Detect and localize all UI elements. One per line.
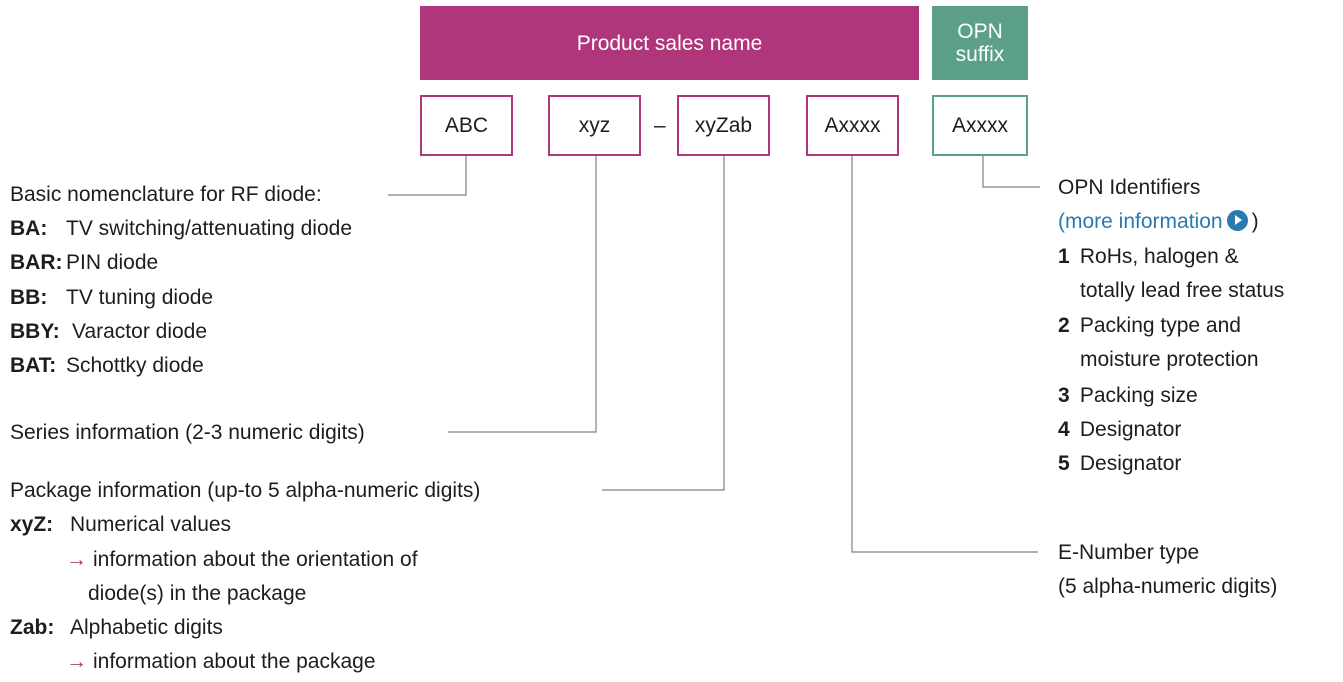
- box-abc: ABC: [420, 95, 513, 156]
- box-xyzab: xyZab: [677, 95, 770, 156]
- opn-identifiers-title: OPN Identifiers: [1058, 176, 1201, 199]
- package-zab-text: Alphabetic digits: [70, 616, 223, 639]
- enumber-line2: (5 alpha-numeric digits): [1058, 575, 1278, 598]
- opn-item-text: Designator: [1079, 452, 1182, 475]
- opn-item-5: 5 Designator: [1058, 452, 1181, 476]
- opn-item-number: 1: [1058, 245, 1070, 268]
- opn-more-info-row: (more information): [1058, 210, 1259, 234]
- box-opn-label: Axxxx: [951, 113, 1008, 137]
- box-xyz-label: xyz: [578, 113, 611, 137]
- opn-item-text: RoHs, halogen &: [1079, 245, 1239, 268]
- package-xyz-text: Numerical values: [70, 513, 232, 536]
- package-xyz-desc-line1: information about the orientation of: [93, 548, 418, 571]
- opn-item-number: 5: [1058, 452, 1070, 475]
- box-xyz: xyz: [548, 95, 641, 156]
- opn-item-text: Packing size: [1079, 384, 1198, 407]
- package-xyz-row: xyZ: Numerical values: [10, 513, 231, 537]
- opn-link-open: (: [1058, 210, 1065, 233]
- opn-item-number: 2: [1058, 314, 1070, 337]
- opn-item-number: 3: [1058, 384, 1070, 407]
- basic-item-bar: BAR:PIN diode: [10, 251, 158, 275]
- package-zab-row: Zab: Alphabetic digits: [10, 616, 223, 640]
- basic-item-key: BAT:: [10, 354, 57, 377]
- opn-item-number: 4: [1058, 418, 1070, 441]
- opn-item-4: 4 Designator: [1058, 418, 1181, 442]
- play-circle-icon[interactable]: [1226, 210, 1248, 231]
- opn-suffix-label: OPN suffix: [955, 20, 1005, 66]
- basic-item-text: TV tuning diode: [66, 286, 214, 309]
- basic-item-text: Varactor diode: [72, 320, 208, 343]
- box-axxxx: Axxxx: [806, 95, 899, 156]
- connector-xyzab: [602, 156, 725, 491]
- basic-item-key: BA:: [10, 217, 48, 240]
- package-xyz-desc: → information about the orientation of: [66, 548, 418, 572]
- basic-item-ba: BA: TV switching/attenuating diode: [10, 217, 352, 241]
- package-zab-desc-text: information about the package: [93, 650, 376, 673]
- series-information: Series information (2-3 numeric digits): [10, 421, 365, 444]
- opn-suffix-header: OPN suffix: [932, 6, 1028, 80]
- right-arrow-icon: →: [66, 548, 87, 571]
- opn-item-text: Designator: [1079, 418, 1182, 441]
- basic-item-key: BAR:: [10, 251, 63, 274]
- box-opn: Axxxx: [932, 95, 1028, 156]
- basic-item-text: PIN diode: [66, 251, 159, 274]
- basic-item-bby: BBY: Varactor diode: [10, 320, 207, 344]
- package-zab-key: Zab:: [10, 616, 55, 639]
- opn-link-close: ): [1251, 210, 1259, 233]
- basic-item-text: Schottky diode: [66, 354, 204, 377]
- basic-item-key: BBY:: [10, 320, 60, 343]
- package-xyz-key: xyZ:: [10, 513, 54, 536]
- opn-item-1-line2: totally lead free status: [1080, 279, 1285, 302]
- connector-axxxx: [851, 156, 1038, 553]
- opn-item-text: Packing type and: [1079, 314, 1241, 337]
- basic-nomenclature-title: Basic nomenclature for RF diode:: [10, 183, 322, 206]
- connector-xyz: [448, 156, 597, 433]
- opn-item-2: 2 Packing type and: [1058, 314, 1241, 338]
- box-abc-label: ABC: [444, 113, 489, 137]
- basic-item-bat: BAT: Schottky diode: [10, 354, 204, 378]
- basic-item-bb: BB: TV tuning diode: [10, 286, 213, 310]
- product-sales-name-label: Product sales name: [576, 31, 763, 55]
- dash-separator: –: [654, 114, 666, 137]
- basic-item-key: BB:: [10, 286, 48, 309]
- package-information-title: Package information (up-to 5 alpha-numer…: [10, 479, 481, 502]
- opn-item-2-line2: moisture protection: [1080, 348, 1259, 371]
- product-sales-name-header: Product sales name: [420, 6, 919, 80]
- package-xyz-desc-line2: diode(s) in the package: [88, 582, 307, 605]
- package-zab-desc: → information about the package: [66, 650, 376, 674]
- more-information-link[interactable]: more information: [1065, 210, 1223, 233]
- right-arrow-icon: →: [66, 650, 87, 673]
- enumber-line1: E-Number type: [1058, 541, 1200, 564]
- opn-item-3: 3 Packing size: [1058, 384, 1198, 408]
- connector-opn: [982, 156, 1040, 188]
- connector-abc: [388, 156, 467, 196]
- box-axxxx-label: Axxxx: [824, 113, 881, 137]
- box-xyzab-label: xyZab: [694, 113, 753, 137]
- opn-item-1: 1 RoHs, halogen &: [1058, 245, 1239, 269]
- basic-item-text: TV switching/attenuating diode: [66, 217, 353, 240]
